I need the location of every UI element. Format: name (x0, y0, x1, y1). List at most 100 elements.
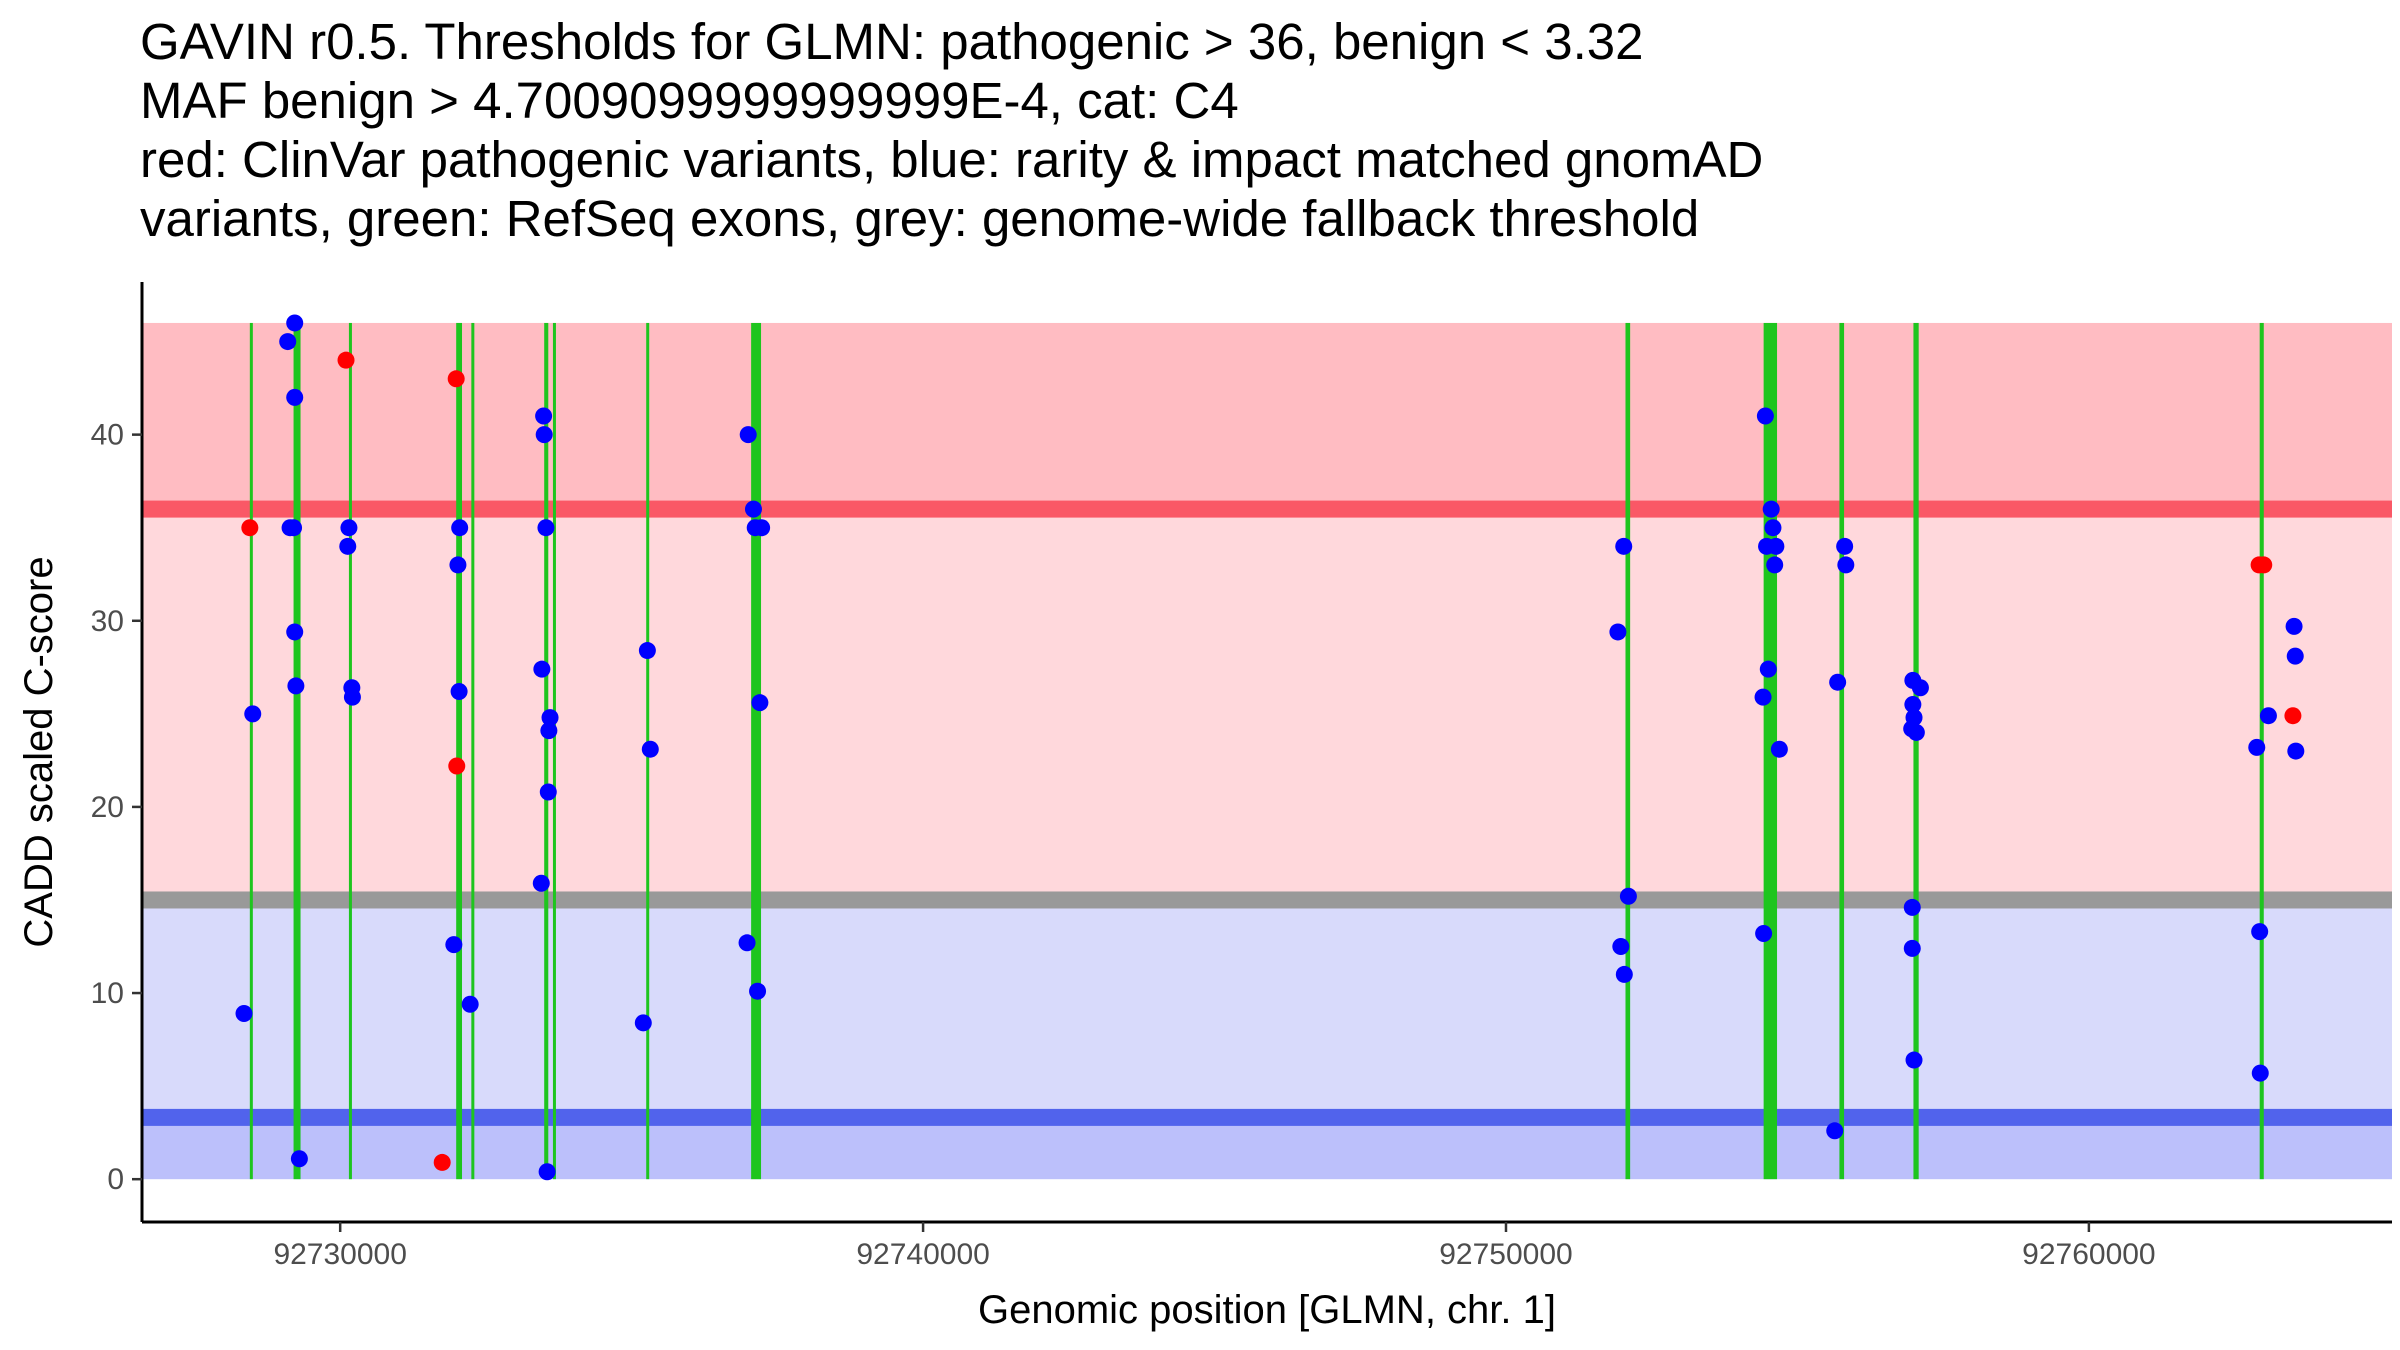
x-tick-label: 92740000 (856, 1238, 989, 1271)
gnomad-point (738, 934, 756, 952)
gnomad-point (451, 519, 469, 537)
gnomad-point (449, 556, 467, 574)
gnomad-point (1904, 696, 1922, 714)
gnomad-point (1762, 500, 1780, 518)
gnomad-point (1770, 740, 1788, 758)
gnomad-point (739, 426, 757, 444)
x-axis-title: Genomic position [GLMN, chr. 1] (978, 1288, 1556, 1332)
title-line-2: MAF benign > 4.7009099999999999E-4, cat:… (140, 72, 1239, 129)
exon-line (552, 322, 556, 1180)
gnomad-point (286, 388, 304, 406)
gnomad-point (751, 694, 769, 712)
title-line-1: GAVIN r0.5. Thresholds for GLMN: pathoge… (140, 13, 1644, 70)
clinvar-point (2255, 556, 2273, 574)
gnomad-point (1609, 623, 1627, 641)
gnomad-point (1911, 679, 1929, 697)
gnomad-point (533, 660, 551, 678)
exon-line (751, 322, 762, 1180)
band-benign-low (142, 1117, 2392, 1180)
gnomad-point (535, 426, 553, 444)
exon-line (293, 322, 301, 1180)
exon-line (471, 322, 475, 1180)
gnomad-point (1615, 965, 1633, 983)
exon-line (249, 322, 253, 1180)
exon-line (456, 322, 463, 1180)
band-benign-mid (142, 899, 2392, 1118)
exon-line (348, 322, 352, 1180)
exon-line (1625, 322, 1631, 1180)
gnomad-point (1619, 887, 1637, 905)
exon-line (1913, 322, 1919, 1180)
gnomad-point (461, 995, 479, 1013)
gnomad-point (634, 1014, 652, 1032)
gnomad-point (244, 705, 262, 723)
gnomad-point (2251, 923, 2269, 941)
gnomad-point (1767, 537, 1785, 555)
y-tick-label: 40 (91, 419, 124, 452)
y-tick-label: 30 (91, 605, 124, 638)
gnomad-point (286, 314, 304, 332)
gnomad-point (532, 874, 550, 892)
gnomad-point (1907, 723, 1925, 741)
gnomad-point (343, 688, 361, 706)
x-tick-label: 92730000 (273, 1238, 406, 1271)
gnomad-point (541, 709, 559, 727)
gnomad-point (2248, 738, 2266, 756)
gnomad-point (1905, 1051, 1923, 1069)
gnomad-point (1829, 673, 1847, 691)
gnomad-point (537, 519, 555, 537)
clinvar-point (447, 370, 465, 388)
gnomad-point (2259, 707, 2277, 725)
gnomad-point (286, 623, 304, 641)
gnomad-point (285, 519, 303, 537)
exon-line (1763, 322, 1778, 1180)
title-line-3: red: ClinVar pathogenic variants, blue: … (140, 131, 1764, 188)
title-line-4: variants, green: RefSeq exons, grey: gen… (140, 190, 1700, 247)
clinvar-point (2284, 707, 2302, 725)
clinvar-point (241, 519, 259, 537)
gnomad-point (1764, 519, 1782, 537)
y-tick-label: 20 (91, 791, 124, 824)
gnomad-point (1836, 537, 1854, 555)
gnomad-point (538, 1163, 556, 1181)
chart-title: GAVIN r0.5. Thresholds for GLMN: pathoge… (140, 12, 1763, 248)
gnomad-point (1754, 688, 1772, 706)
gnomad-point (1615, 537, 1633, 555)
y-tick-label: 0 (107, 1163, 124, 1196)
band-pathogenic-top (142, 322, 2392, 510)
gnomad-point (1755, 924, 1773, 942)
gnomad-point (1826, 1122, 1844, 1140)
exon-line (544, 322, 549, 1180)
threshold-line-genome-wide-fallback (142, 891, 2392, 909)
clinvar-point (433, 1153, 451, 1171)
gnomad-point (535, 407, 553, 425)
gnomad-point (540, 722, 558, 740)
gnomad-point (1903, 939, 1921, 957)
gnomad-point (753, 519, 771, 537)
gnomad-point (450, 683, 468, 701)
y-tick-label: 10 (91, 977, 124, 1010)
gnomad-point (340, 519, 358, 537)
band-pathogenic-mid (142, 509, 2392, 900)
gnomad-point (445, 936, 463, 954)
threshold-bands (142, 322, 2392, 1180)
gnomad-point (2286, 647, 2304, 665)
gnomad-point (235, 1005, 253, 1023)
gnomad-point (749, 982, 767, 1000)
threshold-lines (142, 500, 2392, 1126)
gnomad-point (1759, 660, 1777, 678)
gnomad-point (2285, 617, 2303, 635)
gnomad-point (744, 500, 762, 518)
x-tick-label: 92750000 (1439, 1238, 1572, 1271)
gnomad-point (287, 677, 305, 695)
gnomad-point (2251, 1064, 2269, 1082)
threshold-line-benign (142, 1108, 2392, 1126)
gnomad-point (1612, 938, 1630, 956)
gnomad-point (638, 642, 656, 660)
variant-points (235, 314, 2305, 1181)
gnomad-point (1903, 898, 1921, 916)
gnomad-point (1766, 556, 1784, 574)
y-axis-title: CADD scaled C-score (17, 556, 61, 947)
